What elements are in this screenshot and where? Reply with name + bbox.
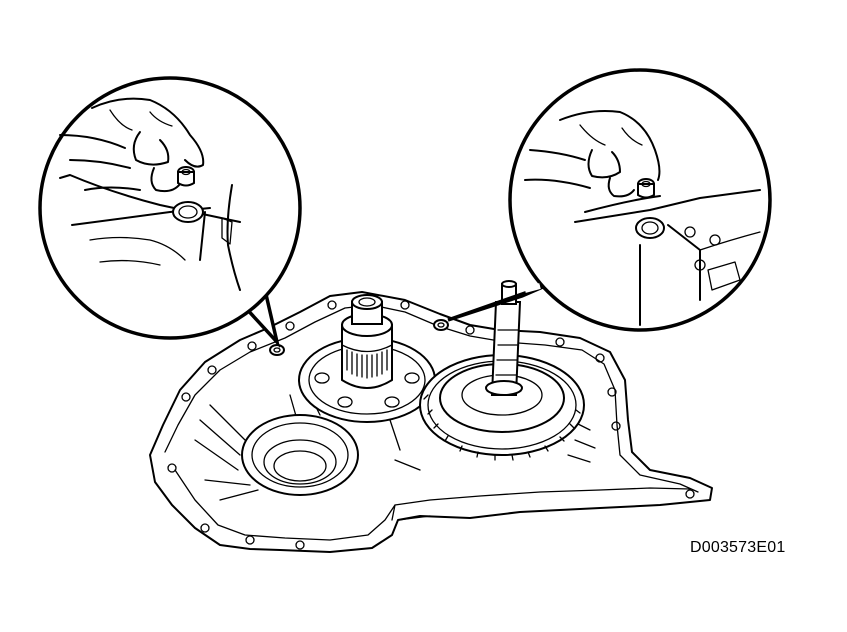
input-shaft-assembly [419,280,585,461]
right-detail-callout [447,68,772,332]
case-plug-left [269,344,285,356]
figure-id-label: D003573E01 [690,539,786,556]
case-plug-right [433,319,449,331]
counter-gear-assembly [298,294,436,423]
differential-bore [241,414,359,496]
transaxle-case [149,291,713,553]
left-detail-callout [38,76,302,349]
